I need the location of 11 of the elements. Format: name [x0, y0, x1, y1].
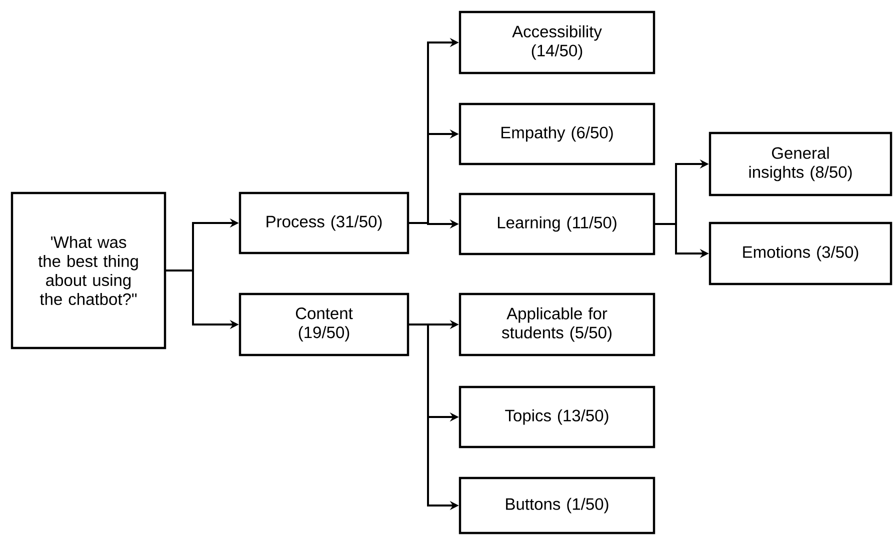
category-box: 'What was the best thing about using the chatbot?" [10, 192, 166, 350]
category-box: Buttons (1/50) [458, 476, 656, 534]
category-box: Empathy (6/50) [458, 102, 656, 166]
category-box: Applicable for students (5/50) [458, 292, 656, 356]
category-box: Content (19/50) [238, 292, 410, 356]
category-box: Learning (11/50) [458, 192, 656, 256]
category-box: General insights (8/50) [708, 132, 892, 196]
category-box: Accessibility (14/50) [458, 10, 656, 74]
category-box: Topics (13/50) [458, 386, 656, 448]
category-box: Process (31/50) [238, 192, 410, 254]
category-box: Emotions (3/50) [708, 222, 892, 286]
